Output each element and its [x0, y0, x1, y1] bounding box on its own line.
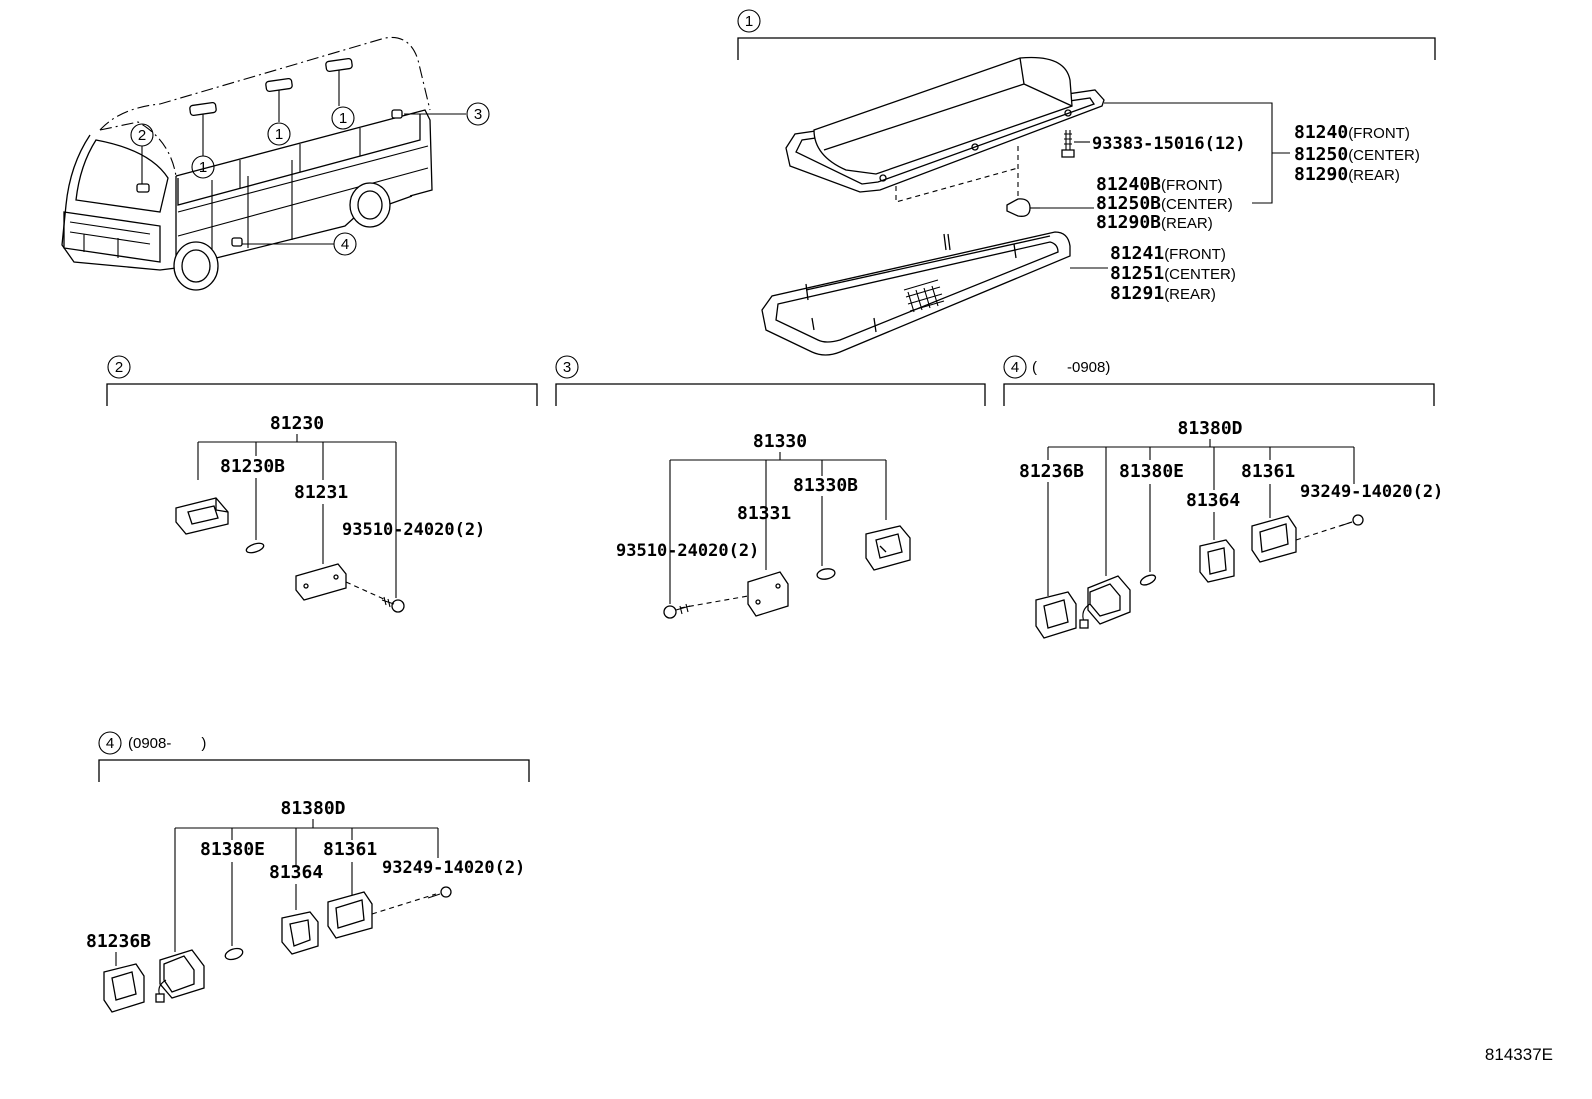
section-2-callout: 2 — [107, 355, 131, 379]
roof-lamp-housing — [785, 56, 1105, 193]
bulb-81330b — [816, 568, 836, 580]
section-4-early-callout: 4 — [1003, 355, 1027, 379]
label-81240: 81240(FRONT) — [1294, 122, 1410, 143]
svg-text:1: 1 — [275, 126, 283, 143]
svg-text:4: 4 — [1011, 359, 1019, 376]
svg-text:3: 3 — [563, 359, 571, 376]
label-81330b: 81330B — [793, 475, 858, 496]
label-81291: 81291(REAR) — [1110, 283, 1216, 304]
svg-text:3: 3 — [474, 106, 482, 123]
section-4-early: 4 ( -0908) 81380D 81236B 81380E 81361 81… — [1003, 355, 1443, 639]
vehicle-marker-1a: 1 — [191, 155, 215, 179]
socket-81380d-late — [155, 949, 205, 1003]
label-81330: 81330 — [753, 431, 807, 452]
screw-93249-s4a — [1339, 514, 1364, 527]
section-4-late-range: (0908- ) — [128, 735, 206, 752]
label-81380d: 81380D — [1177, 418, 1242, 439]
section-3-callout: 3 — [555, 355, 579, 379]
label-81290: 81290(REAR) — [1294, 164, 1400, 185]
label-81250b: 81250B(CENTER) — [1096, 193, 1233, 214]
socket-81380d — [1079, 575, 1131, 629]
screw-93510-s3 — [663, 603, 691, 619]
vehicle-marker-1c: 1 — [331, 106, 355, 130]
screw-93510-s2 — [381, 596, 405, 613]
svg-text:4: 4 — [341, 236, 349, 253]
label-81361-late: 81361 — [323, 839, 377, 860]
lens-81364 — [1199, 539, 1235, 583]
svg-text:2: 2 — [138, 127, 146, 144]
label-81236b-late: 81236B — [86, 931, 151, 952]
bulb-81380e — [1139, 574, 1157, 586]
label-93510-24020: 93510-24020(2) — [342, 520, 485, 540]
svg-text:4: 4 — [106, 735, 114, 752]
section-3: 3 81330 81330B 81331 93510-24020(2) — [555, 355, 986, 619]
section-4-late-callout: 4 — [98, 731, 122, 755]
roof-lamp-lens — [761, 231, 1071, 356]
label-93249-14020-late: 93249-14020(2) — [382, 858, 525, 878]
section-4-late: 4 (0908- ) 81380D 81380E 81361 81364 932… — [86, 731, 530, 1013]
lamp-81330 — [865, 525, 911, 571]
gasket-81236b-late — [103, 963, 145, 1013]
label-81380d-late: 81380D — [280, 798, 345, 819]
label-93383-15016: 93383-15016(12) — [1092, 134, 1246, 154]
bulb-81380e-late — [224, 947, 244, 961]
label-81231: 81231 — [294, 482, 348, 503]
label-81364: 81364 — [1186, 490, 1240, 511]
label-81380e-late: 81380E — [200, 839, 265, 860]
lens-81361-late — [327, 891, 373, 939]
section-1-callout: 1 — [737, 9, 761, 33]
label-81230b: 81230B — [220, 456, 285, 477]
vehicle-overview: 1 1 1 2 3 4 — [61, 36, 490, 291]
svg-text:1: 1 — [745, 13, 753, 30]
section-4-early-range: ( -0908) — [1032, 359, 1110, 376]
label-81241: 81241(FRONT) — [1110, 243, 1226, 264]
label-81236b: 81236B — [1019, 461, 1084, 482]
vehicle-marker-3: 3 — [466, 102, 490, 126]
label-81230: 81230 — [270, 413, 324, 434]
vehicle-marker-2: 2 — [130, 123, 154, 147]
screw-93249-late — [427, 886, 452, 899]
svg-text:1: 1 — [339, 110, 347, 127]
label-81240b: 81240B(FRONT) — [1096, 174, 1223, 195]
lens-81231 — [295, 563, 347, 601]
label-93510-24020-s3: 93510-24020(2) — [616, 541, 759, 561]
vehicle-marker-1b: 1 — [267, 122, 291, 146]
screw-93383 — [1061, 130, 1075, 158]
lamp-81230 — [175, 497, 229, 535]
bulb-81240b — [1006, 198, 1040, 217]
label-81251: 81251(CENTER) — [1110, 263, 1236, 284]
svg-text:1: 1 — [199, 159, 207, 176]
label-81380e: 81380E — [1119, 461, 1184, 482]
section-1-bracket — [737, 37, 1436, 60]
label-81290b: 81290B(REAR) — [1096, 212, 1213, 233]
lens-81361 — [1251, 515, 1297, 563]
figure-code: 814337E — [1485, 1045, 1553, 1064]
label-81250: 81250(CENTER) — [1294, 144, 1420, 165]
lens-81364-late — [281, 911, 319, 955]
label-81331: 81331 — [737, 503, 791, 524]
section-2: 2 81230 81230B 81231 93510-24020(2) — [106, 355, 538, 613]
label-81364-late: 81364 — [269, 862, 323, 883]
svg-text:2: 2 — [115, 359, 123, 376]
section-1-roof-lamp: 1 — [737, 9, 1436, 356]
bulb-81230b — [245, 542, 265, 554]
label-81361: 81361 — [1241, 461, 1295, 482]
lens-81331 — [747, 571, 789, 617]
label-93249-14020: 93249-14020(2) — [1300, 482, 1443, 502]
gasket-81236b — [1035, 591, 1077, 639]
vehicle-marker-4: 4 — [333, 232, 357, 256]
